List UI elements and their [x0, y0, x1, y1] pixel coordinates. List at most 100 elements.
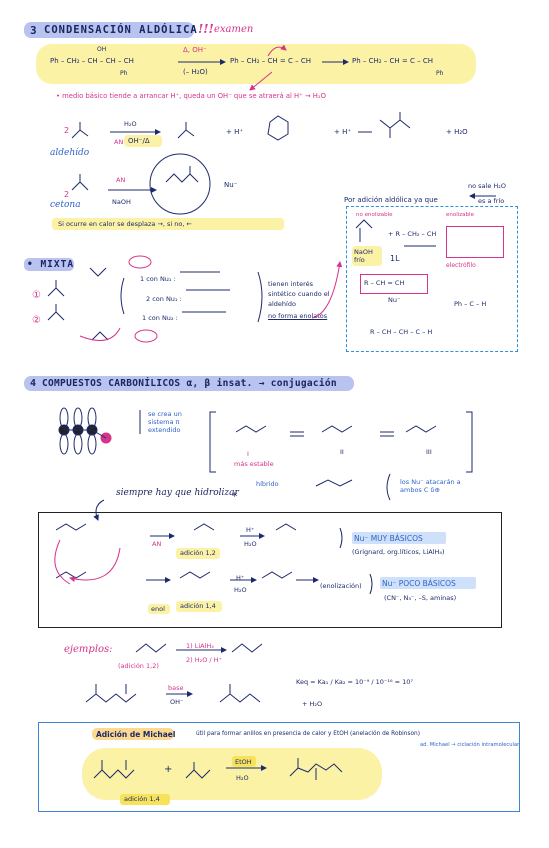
naoh-frio: NaOH frío: [354, 248, 373, 264]
enol-label: enol: [151, 605, 165, 613]
pi-note: se crea un sistema π extendido: [148, 410, 182, 434]
top-reactant-oh: OH: [97, 46, 107, 53]
an-label-3: AN: [152, 540, 162, 548]
top-reactant: Ph – CH₂ – CH – CH – CH: [50, 57, 134, 65]
eoh-highlight: [232, 756, 256, 767]
oh-label: OH⁻: [170, 698, 184, 706]
no-sale-note: no sale H₂O: [468, 182, 507, 190]
nu-minus: Nu⁻: [224, 181, 238, 189]
plus-water: + H₂O: [446, 128, 468, 136]
cetona-label: cetona: [50, 200, 81, 210]
num-2-ketone: 2: [64, 190, 70, 199]
michael-title: Adición de Michael: [96, 730, 176, 739]
nucleophile-box: [38, 512, 502, 628]
top-reaction-highlight: [36, 44, 476, 84]
top-water-loss: (– H₂O): [183, 68, 208, 76]
h-plus-2: + H⁺: [334, 128, 352, 136]
h2o-5: H₂O: [234, 586, 247, 594]
an-label: AN: [114, 138, 124, 146]
michael-title-highlight: [92, 728, 174, 740]
circle-2: ②: [32, 315, 41, 326]
roman-i: I: [247, 450, 249, 458]
michael-box: [38, 722, 520, 812]
michael-plus: +: [164, 764, 173, 775]
h-plus-4: H⁺: [246, 526, 255, 534]
r-ch2-ch: + R – CH₂ – CH: [388, 230, 437, 238]
h-plus-5: H⁺: [236, 574, 245, 582]
lialh4: 1) LiAlH₄: [186, 642, 214, 650]
section-4-number: 4: [30, 378, 38, 389]
mixta-header: [24, 258, 74, 271]
top-product-ph: Ph: [436, 70, 444, 77]
top-product: Ph – CH₂ – CH = C – CH: [352, 57, 433, 65]
mixta-desc-4: no forma enolatos: [268, 312, 328, 320]
michael-eoh: EtOH: [235, 758, 252, 766]
enolizacion: (enolización): [320, 582, 362, 590]
mixta-title: • MIXTA: [27, 259, 75, 270]
base-note: • medio básico tiende a arrancar H⁺, que…: [56, 92, 326, 100]
oh-delta-label: OH⁻/Δ: [128, 137, 150, 145]
top-intermediate: Ph – CH₂ – CH = C – CH: [230, 57, 311, 65]
add12-highlight: [176, 548, 220, 559]
circle-1: ①: [32, 290, 41, 301]
h2o-4: H₂O: [244, 540, 257, 548]
roman-iii: III: [426, 448, 432, 456]
mas-estable: más estable: [234, 460, 274, 468]
h2o-h: 2) H₂O / H⁺: [186, 656, 222, 664]
michael-add14-highlight: [120, 794, 170, 805]
mixta-desc-1: tienen interés: [268, 280, 314, 288]
mixta-row-3: 1 con Nu₂ :: [142, 314, 178, 322]
es-frio-note: es a frío: [478, 197, 505, 205]
plus-h2o-4: + H₂O: [302, 700, 323, 708]
naoh-label: NaOH: [112, 198, 131, 206]
add14-highlight: [176, 601, 222, 612]
aldehido-label: aldehído: [50, 148, 90, 158]
enolate-box: [446, 226, 504, 258]
h2o-label: H₂O: [124, 120, 137, 128]
no-enolizable: no enolizable: [356, 212, 393, 218]
roman-ii: II: [340, 448, 344, 456]
aldol-example-box: [346, 206, 518, 352]
nu-poco-highlight: [380, 577, 476, 589]
condition-note: Si ocurre en calor se desplaza →, si no,…: [58, 220, 192, 228]
mixta-row-2: 2 con Nu₁ :: [146, 295, 182, 303]
mixta-row-1: 1 con Nu₁ :: [140, 275, 176, 283]
mixta-desc-2: sintético cuando el: [268, 290, 330, 298]
bottom-chain: R – CH – CH – C – H: [370, 328, 433, 336]
section-3-number: 3: [30, 24, 38, 37]
section-3-title: CONDENSACIÓN ALDÓLICA: [44, 24, 198, 36]
nu-poco-basicos: Nu⁻ POCO BÁSICOS: [382, 579, 456, 588]
nu-attack: los Nu⁻ atacarán a ambos C δ⊕: [400, 478, 461, 494]
an-label-2: AN: [116, 176, 126, 184]
nu-muy-basicos: Nu⁻ MUY BÁSICOS: [354, 534, 423, 543]
mixta-desc-3: aldehído: [268, 300, 296, 308]
h-plus-1: + H⁺: [226, 128, 244, 136]
enolizable: enolizable: [446, 212, 474, 218]
num-2-aldehyde: 2: [64, 126, 70, 135]
star: *: [232, 490, 238, 503]
top-condition: Δ, OH⁻: [183, 46, 207, 54]
adicion12-note: (adición 1,2): [118, 662, 159, 670]
exam-marks: !!!: [198, 22, 214, 36]
keq-expression: Keq = Ka₁ / Ka₂ = 10⁻⁹ / 10⁻¹⁶ = 10⁷: [296, 678, 414, 686]
michael-sub: ad. Michael → ciclación intramolecular: [420, 742, 520, 748]
oh-delta-highlight: [124, 135, 162, 147]
ph-c-h: Ph – C – H: [454, 300, 487, 308]
ratio-1l: 1L: [390, 254, 400, 263]
electrofilo: electrófilo: [446, 262, 476, 269]
enolate-bottom-box: [360, 274, 428, 294]
aldol-note: Por adición aldólica ya que: [344, 196, 438, 204]
add14-label: adición 1,4: [180, 602, 216, 610]
hibrido: híbrido: [256, 480, 279, 488]
nu-poco-examples: (CN⁻, N₃⁻, –S, aminas): [384, 594, 457, 602]
section-4-title: COMPUESTOS CARBONÍLICOS α, β insat. → co…: [42, 378, 337, 389]
ejemplos-label: ejemplos:: [64, 644, 113, 655]
condition-note-highlight: [52, 218, 284, 230]
section-3-header: [24, 22, 194, 38]
naoh-frio-highlight: [352, 246, 382, 266]
top-reactant-ph: Ph: [120, 70, 128, 77]
michael-desc: útil para formar anillos en presencia de…: [196, 731, 420, 737]
nu-minus-box: Nu⁻: [388, 296, 401, 304]
r-ch-ch: R – CH = CH: [364, 279, 405, 287]
